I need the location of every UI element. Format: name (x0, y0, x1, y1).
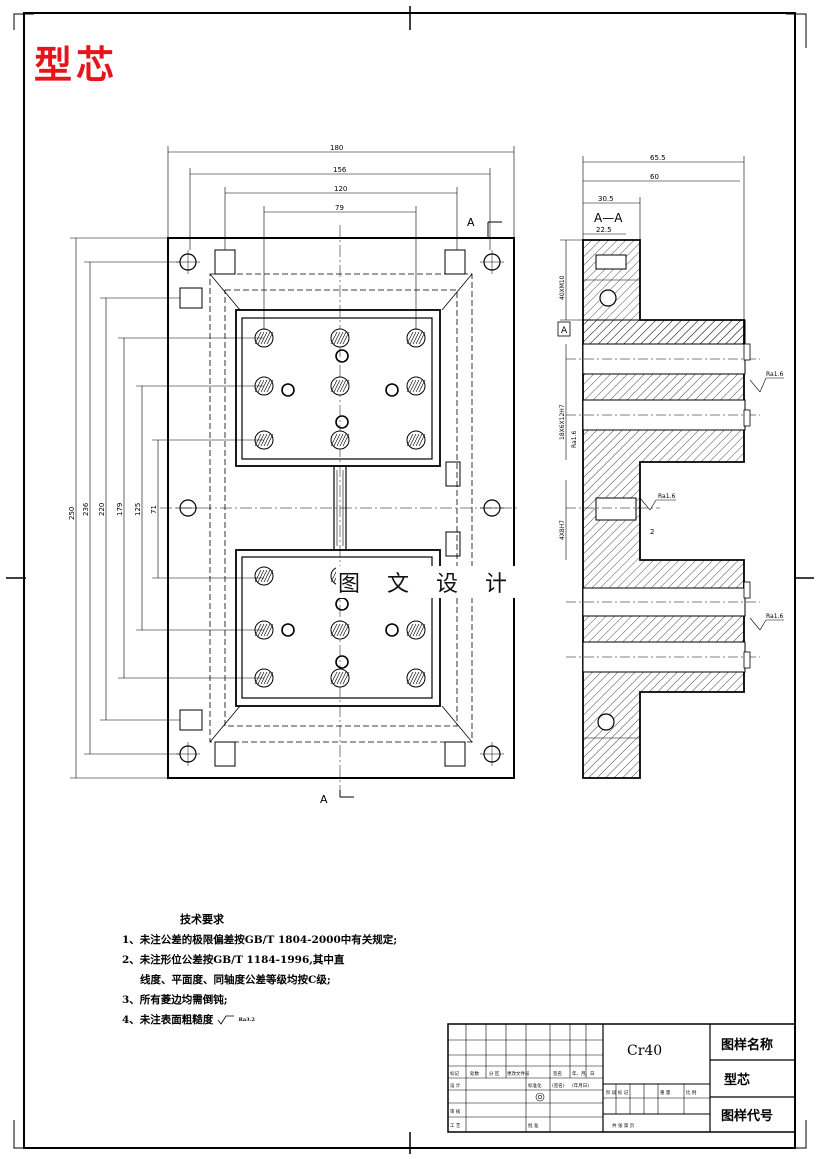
tb-name-value: 型芯 (724, 1072, 750, 1088)
tb-sign: (签名) (552, 1082, 565, 1089)
section-view (557, 156, 784, 779)
ejector-hole (385, 623, 399, 637)
tb-approve: 批 准 (528, 1122, 539, 1129)
ejector-hole (281, 383, 295, 397)
dim-section-22-5: 22.5 (596, 226, 612, 234)
dim-section-30-5: 30.5 (598, 195, 614, 203)
dim-height-71: 71 (150, 505, 158, 514)
tb-code-label: 图样代号 (721, 1108, 773, 1124)
title-block (447, 1023, 796, 1133)
roughness-3: Ra1.6 (571, 431, 578, 448)
dim-width-79: 79 (335, 204, 344, 212)
datum-label: A (561, 326, 568, 336)
tb-process: 工 艺 (450, 1123, 461, 1129)
tb-col-mark: 标记 (450, 1070, 459, 1077)
dim-height-overall: 250 (68, 507, 76, 520)
roughness-4: Ra1.6 (766, 613, 783, 620)
tb-design: 设 计 (450, 1082, 461, 1089)
roughness-2: Ra1.6 (658, 493, 675, 500)
tb-review: 审 核 (450, 1108, 461, 1115)
sheet-frame (6, 6, 814, 1154)
drawing-title: 型芯 (34, 42, 119, 87)
dim-section-40: 40XM10 (559, 275, 566, 300)
tb-col-zone: 分 区 (489, 1070, 500, 1077)
top-view (160, 221, 520, 798)
notes-heading: 技术要求 (180, 913, 224, 926)
dim-section-2: 2 (650, 528, 654, 536)
note-item-5-row: 4、未注表面粗糙度 Ra3.2 (122, 1010, 397, 1030)
dim-width-120: 120 (334, 185, 347, 193)
dim-width-overall: 180 (330, 144, 343, 152)
tb-date: (年月日) (572, 1082, 589, 1089)
dim-height-220: 220 (98, 503, 106, 516)
note-item-5: 4、未注表面粗糙度 (122, 1014, 214, 1026)
technical-requirements: 技术要求 1、未注公差的极限偏差按GB/T 1804-2000中有关规定; 2、… (122, 910, 397, 1030)
dim-height-179: 179 (116, 503, 124, 516)
tb-scale: 比 例 (686, 1089, 697, 1096)
dim-height-236: 236 (82, 502, 90, 516)
dim-section-18: 18X6X12H7 (559, 404, 566, 440)
section-marker-top: A (467, 216, 475, 229)
tb-col-date: 年、月、日 (572, 1070, 595, 1077)
tb-stage: 阶 段 标 记 (606, 1089, 629, 1096)
tb-standardize: 标准化 (528, 1082, 542, 1089)
tb-name-label: 图样名称 (721, 1037, 773, 1053)
ejector-hole (335, 349, 349, 363)
watermark-text: 图 文 设 计 (336, 566, 519, 598)
dim-section-4: 4X8H7 (559, 520, 566, 540)
note-item-4: 3、所有菱边均需倒钝; (122, 994, 228, 1006)
top-view-vertical-dimensions (70, 237, 264, 779)
section-marker-bottom: A (320, 793, 328, 806)
ejector-hole (281, 623, 295, 637)
ejector-hole (335, 655, 349, 669)
roughness-symbol-icon (217, 1015, 234, 1025)
note-item-3: 线度、平面度、同轴度公差等级均按C级; (140, 974, 331, 986)
top-view-horizontal-dimensions (167, 146, 515, 330)
section-label: A—A (594, 211, 623, 225)
tb-sheets: 共 张 第 页 (612, 1122, 635, 1129)
dim-height-125: 125 (134, 503, 142, 516)
ejector-hole (335, 415, 349, 429)
ejector-hole (335, 597, 349, 611)
tb-weight: 重 量 (660, 1089, 671, 1096)
dim-width-156: 156 (333, 166, 347, 174)
tb-col-count: 处数 (470, 1070, 479, 1077)
ejector-hole (385, 383, 399, 397)
roughness-1: Ra1.6 (766, 371, 783, 378)
dim-section-60: 60 (650, 173, 659, 181)
note-roughness-value: Ra3.2 (238, 1017, 255, 1023)
tb-col-sign: 签名 (553, 1070, 562, 1077)
tb-col-change: 更改文件号 (507, 1070, 530, 1077)
dim-section-65-5: 65.5 (650, 154, 666, 162)
note-item-1: 1、未注公差的极限偏差按GB/T 1804-2000中有关规定; (122, 934, 398, 946)
note-item-2: 2、未注形位公差按GB/T 1184-1996,其中直 (122, 954, 345, 966)
tb-material: Cr40 (627, 1043, 662, 1059)
datum-box (557, 321, 571, 337)
